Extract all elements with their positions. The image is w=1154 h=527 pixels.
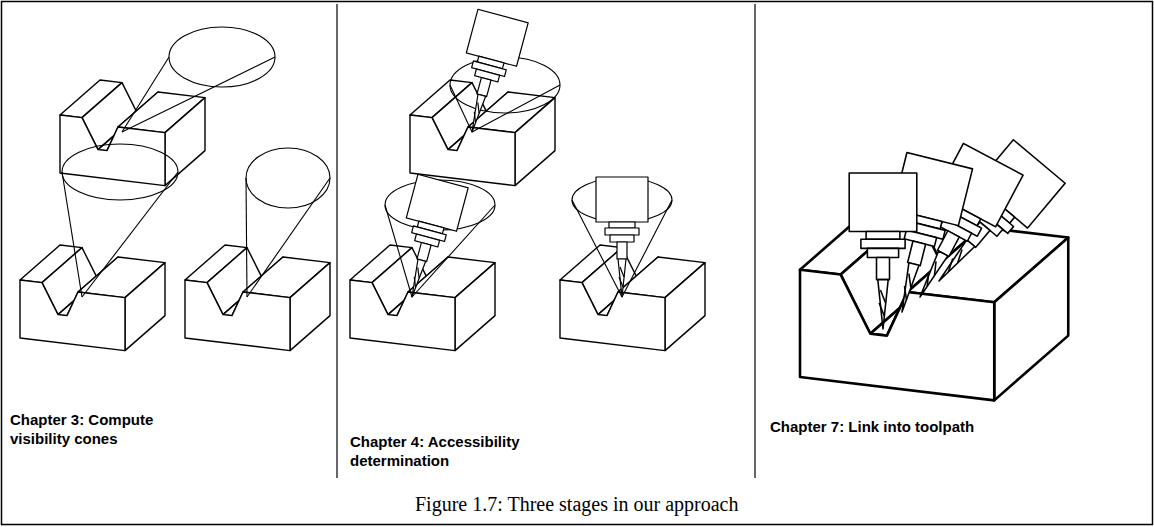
cutting-tool bbox=[596, 177, 648, 297]
cutting-tool bbox=[849, 173, 917, 329]
divider bbox=[754, 4, 755, 478]
part-block bbox=[185, 245, 330, 351]
visibility-cone bbox=[62, 144, 178, 297]
part-block bbox=[20, 245, 165, 351]
stage-label: Chapter 7: Link into toolpath bbox=[770, 417, 1110, 436]
visibility-cone bbox=[122, 27, 275, 132]
visibility-cone bbox=[572, 178, 672, 297]
stage-label: Chapter 3: Compute visibility cones bbox=[10, 410, 210, 448]
figure-caption: Figure 1.7: Three stages in our approach bbox=[415, 492, 738, 516]
visibility-cone bbox=[450, 57, 560, 132]
visibility-cone bbox=[246, 148, 330, 297]
part-block bbox=[560, 245, 705, 351]
stage-label: Chapter 4: Accessibility determination bbox=[350, 432, 600, 470]
part-block bbox=[60, 80, 205, 186]
cutting-tool bbox=[387, 174, 468, 303]
divider bbox=[336, 4, 337, 478]
cutting-tool bbox=[447, 9, 528, 138]
